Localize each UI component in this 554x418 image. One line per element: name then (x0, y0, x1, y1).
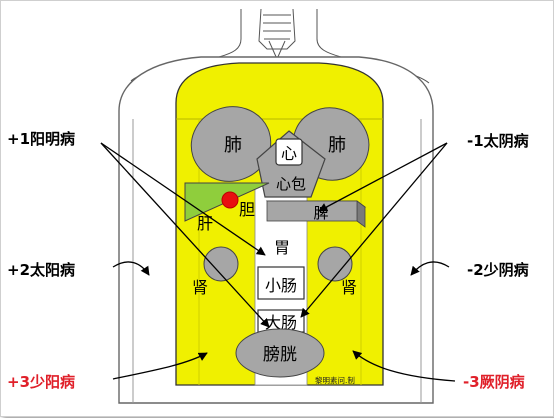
kidney-left (203, 246, 239, 282)
small-intestine-label: 小肠 (265, 276, 297, 295)
label-taiyin: -1太阴病 (467, 132, 529, 150)
signature: 黎明素问.制 (315, 375, 355, 385)
kidney-right-label: 肾 (341, 278, 357, 297)
gallbladder-label: 胆 (239, 200, 255, 219)
large-intestine-label: 大肠 (265, 313, 297, 332)
heart (275, 138, 303, 166)
label-shaoyin: -2少阴病 (467, 261, 529, 279)
lung-left (190, 106, 272, 182)
liver-label: 肝 (197, 214, 213, 233)
gallbladder (221, 191, 239, 209)
spleen (265, 200, 367, 228)
label-yangming: +1阳明病 (7, 130, 75, 148)
taiyin-arrows (300, 142, 448, 318)
label-taiyang: +2太阳病 (7, 261, 75, 279)
kidney-right (317, 246, 353, 282)
heart-label: 心 (281, 144, 297, 163)
kidney-left-label: 肾 (192, 278, 208, 297)
small-intestine (257, 266, 305, 300)
stomach-label: 胃 (274, 238, 290, 257)
bladder-label: 膀胱 (263, 345, 297, 365)
lung-left-label: 肺 (224, 135, 242, 156)
curved-arrows (112, 261, 456, 382)
lung-right-label: 肺 (328, 135, 346, 156)
arm-lines (132, 119, 422, 403)
bladder (235, 328, 325, 378)
yangming-arrows (100, 142, 270, 328)
label-jueyin: -3厥阴病 (463, 373, 525, 391)
pericardium-label: 心包 (276, 175, 306, 193)
label-shaoyang: +3少阳病 (7, 373, 75, 391)
